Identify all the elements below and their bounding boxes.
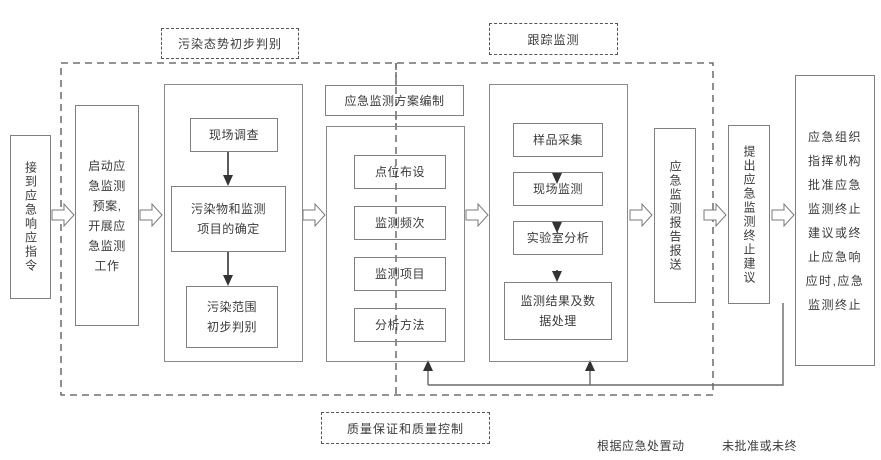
node-plan-compilation: 应急监测方案编制 — [325, 85, 464, 116]
node-receive-order-label: 接到应急响应指令 — [23, 161, 38, 273]
arrow-receive-to-activate — [51, 202, 75, 228]
group-plan-details — [326, 126, 465, 362]
node-sample-collection-label: 样品采集 — [532, 133, 583, 147]
node-monitoring-items-label: 监测项目 — [374, 267, 425, 281]
node-plan-compilation-label: 应急监测方案编制 — [344, 93, 445, 108]
node-monitoring-frequency-label: 监测频次 — [374, 216, 425, 230]
arrow-assessment-to-plan — [302, 202, 326, 228]
phase-label-tracking-monitoring: 跟踪监测 — [489, 23, 618, 55]
arrow-tracking-to-report — [629, 202, 653, 228]
node-approval-termination-label: 应急组织 指挥机构 批准应急 监测终止 建议或终 止应急响 应时,应急 监测终止 — [805, 129, 865, 312]
node-point-layout: 点位布设 — [354, 155, 446, 189]
node-analysis-method: 分析方法 — [354, 308, 446, 342]
node-monitoring-items: 监测项目 — [354, 257, 446, 291]
arrow-report-to-proposal — [703, 202, 727, 228]
arrow-proposal-to-approval — [771, 202, 795, 228]
node-monitoring-frequency: 监测频次 — [354, 206, 446, 240]
phase-label-text: 跟踪监测 — [527, 32, 580, 47]
annotation-dynamic-update-text: 根据应急处置动 态及时更新调整 — [597, 439, 685, 453]
phase-label-pollution-assessment: 污染态势初步判别 — [161, 28, 299, 59]
node-approval-termination: 应急组织 指挥机构 批准应急 监测终止 建议或终 止应急响 应时,应急 监测终止 — [795, 75, 875, 366]
node-analysis-method-label: 分析方法 — [374, 318, 425, 332]
arrow-activate-to-assessment — [139, 202, 163, 228]
node-pollution-range-label: 污染范围 初步判别 — [206, 300, 257, 334]
node-report-submission: 应急监测报告报送 — [654, 128, 696, 303]
arrow-plan-to-tracking — [465, 202, 489, 228]
node-site-survey: 现场调查 — [190, 118, 278, 152]
node-point-layout-label: 点位布设 — [374, 165, 425, 179]
node-field-monitoring-label: 现场监测 — [532, 182, 583, 196]
node-site-survey-label: 现场调查 — [208, 128, 259, 142]
node-field-monitoring: 现场监测 — [513, 172, 603, 206]
node-report-submission-label: 应急监测报告报送 — [668, 159, 682, 272]
node-pollutant-determination: 污染物和监测 项目的确定 — [171, 186, 286, 252]
group-pollution-assessment — [164, 84, 303, 362]
node-activate-plan: 启动应 急监测 预案, 开展应 急监测 工作 — [75, 105, 139, 326]
node-receive-order: 接到应急响应指令 — [10, 135, 51, 299]
node-lab-analysis-label: 实验室分析 — [526, 231, 590, 245]
node-termination-proposal: 提出应急监测终止建议 — [728, 125, 770, 304]
node-lab-analysis: 实验室分析 — [513, 221, 603, 255]
phase-label-text: 质量保证和质量控制 — [346, 421, 464, 436]
node-pollutant-determination-label: 污染物和监测 项目的确定 — [190, 202, 266, 236]
node-results-data-label: 监测结果及数 据处理 — [520, 294, 596, 328]
phase-label-quality-control: 质量保证和质量控制 — [321, 412, 490, 444]
node-activate-plan-label: 启动应 急监测 预案, 开展应 急监测 工作 — [88, 158, 126, 273]
node-termination-proposal-label: 提出应急监测终止建议 — [742, 144, 756, 285]
node-pollution-range: 污染范围 初步判别 — [186, 286, 278, 348]
phase-label-text: 污染态势初步判别 — [177, 37, 282, 51]
node-sample-collection: 样品采集 — [513, 123, 603, 157]
group-tracking-monitoring — [489, 84, 628, 362]
annotation-dynamic-update: 根据应急处置动 态及时更新调整 — [597, 412, 727, 460]
node-results-data: 监测结果及数 据处理 — [504, 282, 612, 340]
